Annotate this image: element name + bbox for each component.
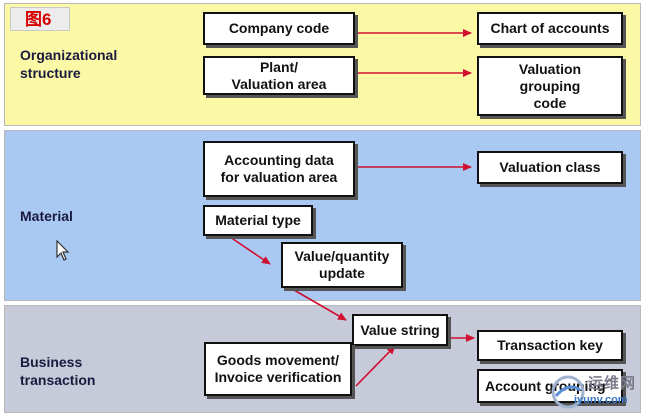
arrow-goods-to-value-string [355,345,396,387]
material-label: Material [20,208,73,224]
value-string-box: Value string [352,314,448,346]
watermark-logo-icon [551,375,585,409]
organizational-structure-label: Organizational structure [20,47,118,81]
transaction-key-box: Transaction key [477,330,623,361]
arrow-material-type-to-update [229,236,271,265]
company-code-box: Company code [203,12,355,45]
accounting-data-box: Accounting data for valuation area [203,141,355,197]
goods-movement-invoice-box: Goods movement/ Invoice verification [204,342,352,396]
account-grouping-box: Account grouping [477,369,623,403]
figure-label: 图6 [10,7,70,31]
chart-of-accounts-box: Chart of accounts [477,12,623,45]
business-transaction-label: Business transaction [20,354,96,388]
watermark-url: iyunv.com [574,394,628,406]
value-quantity-update-box: Value/quantity update [281,242,403,288]
valuation-class-box: Valuation class [477,151,623,184]
arrow-update-to-value-string [293,289,347,321]
watermark: 运维网 iyunv.com [548,370,640,412]
valuation-grouping-code-box: Valuation grouping code [477,56,623,116]
mouse-cursor-icon [56,240,70,261]
plant-valuation-area-box: Plant/ Valuation area [203,56,355,95]
material-type-box: Material type [203,205,313,236]
watermark-text: 运维网 [588,375,637,392]
